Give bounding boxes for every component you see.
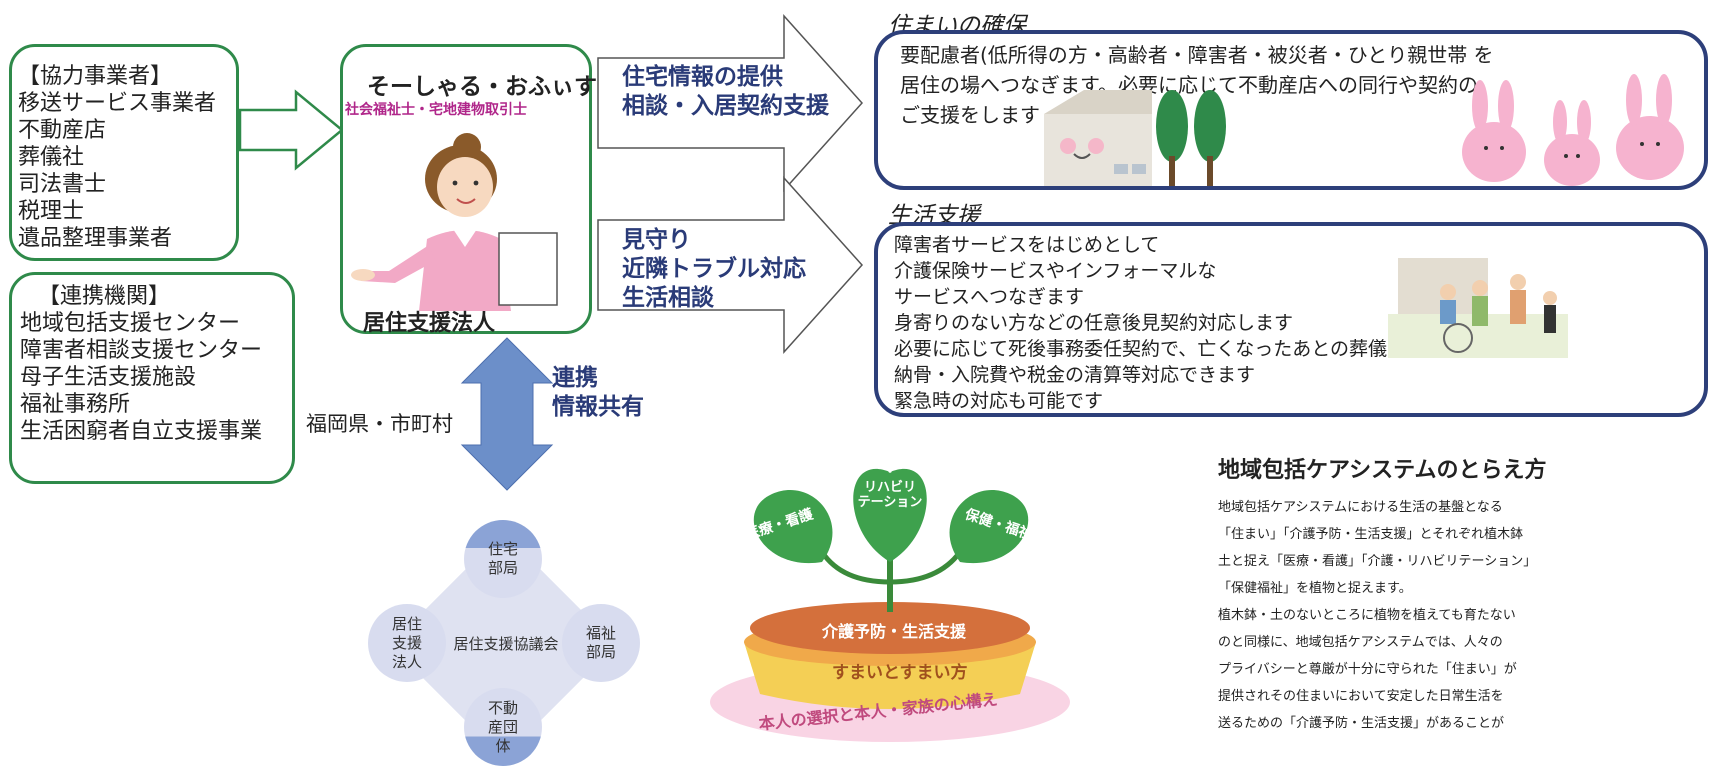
- arrow-mid-line: 生活相談: [622, 285, 714, 311]
- partners-title: 【協力事業者】: [18, 64, 173, 89]
- care-system-text: 地域包括ケアシステムにおける生活の基盤となる 「住まい」「介護予防・生活支援」と…: [1218, 494, 1536, 737]
- care-system-line: プライバシーと尊厳が十分に守られた「住まい」が: [1218, 662, 1517, 677]
- woman-illustration: [351, 133, 558, 311]
- partners-arrow: [238, 89, 344, 171]
- partner-item: 移送サービス事業者: [18, 91, 217, 116]
- council-right-label: 福祉 部局: [585, 624, 616, 661]
- housing-arrow: [597, 14, 864, 192]
- partner-item: 司法書士: [18, 172, 107, 197]
- agency-item: 地域包括支援センター: [20, 311, 241, 336]
- agencies-box: 【連携機関】 地域包括支援センター 障害者相談支援センター 母子生活支援施設 福…: [9, 272, 295, 484]
- council-left-label: 居住 支援 法人: [391, 614, 422, 671]
- office-role: 居住支援法人: [363, 311, 496, 336]
- partner-item: 遺品整理事業者: [18, 226, 173, 251]
- partner-item: 葬儀社: [18, 145, 85, 170]
- life-support-line: 身寄りのない方などの任意後見契約対応します: [894, 312, 1294, 334]
- life-support-line: 障害者サービスをはじめとして: [894, 234, 1160, 256]
- care-system-line: 送るための「介護予防・生活支援」があることが: [1218, 716, 1505, 731]
- partner-item: 税理士: [18, 199, 85, 224]
- agency-item: 母子生活支援施設: [20, 365, 197, 390]
- life-support-line: サービスへつなぎます: [894, 286, 1085, 308]
- caregiver-illustration: [1388, 258, 1568, 358]
- prefecture-label: 福岡県・市町村: [306, 412, 453, 436]
- arrow-top-text: 住宅情報の提供 相談・入居契約支援: [622, 63, 829, 121]
- council-diagram: 居住支援協議会 住宅 部局 居住 支援 法人 福祉 部局 不動 産団 体: [368, 520, 640, 770]
- agencies-title: 【連携機関】: [38, 284, 171, 309]
- pot-label: すまいとすまい方: [832, 663, 968, 683]
- care-system-line: 「住まい」「介護予防・生活支援」とそれぞれ植木鉢: [1218, 527, 1524, 542]
- agency-item: 生活困窮者自立支援事業: [20, 419, 263, 444]
- cooperation-line: 連携: [552, 365, 598, 391]
- arrow-top-line: 相談・入居契約支援: [622, 93, 829, 119]
- care-system-line: 「保健福祉」を植物と捉えます。: [1218, 581, 1412, 596]
- care-system-line: 提供されその住まいにおいて安定した日常生活を: [1218, 689, 1504, 704]
- arrow-mid-line: 近隣トラブル対応: [622, 256, 806, 282]
- flower-pot-shapes: [710, 468, 1070, 742]
- council-center: 居住支援協議会: [453, 635, 559, 653]
- house-illustration: [1044, 90, 1226, 186]
- life-support-line: 必要に応じて死後事務委任契約で、亡くなったあとの葬儀: [894, 338, 1388, 360]
- cooperation-text: 連携 情報共有: [552, 364, 644, 422]
- council-right: 福祉 部局: [562, 604, 640, 682]
- agency-item: 障害者相談支援センター: [20, 338, 263, 363]
- housing-line: ご支援をします: [900, 103, 1040, 127]
- cooperation-arrow: [460, 337, 554, 491]
- agency-item: 福祉事務所: [20, 392, 131, 417]
- rabbit-illustration: [1462, 74, 1684, 186]
- office-subtitle: 社会福祉士・宅地建物取引士: [345, 102, 527, 118]
- council-bottom: 不動 産団 体: [464, 688, 542, 766]
- arrow-mid-line: 見守り: [622, 227, 691, 253]
- life-support-line: 介護保険サービスやインフォーマルな: [894, 260, 1217, 282]
- care-system-line: 植木鉢・土のないところに植物を植えても育たない: [1218, 608, 1516, 623]
- cooperation-line: 情報共有: [552, 394, 644, 420]
- flower-pot-illustration: 介護 ・ リハビリ テーション 医療・看護 保健・福祉 介護予防・生活支援 すま…: [702, 432, 1082, 752]
- leaf-center-label: 介護 ・ リハビリ テーション: [857, 450, 923, 510]
- life-support-line: 緊急時の対応も可能です: [894, 390, 1104, 412]
- housing-box: 要配慮者(低所得の方・高齢者・障害者・被災者・ひとり親世帯 を 居住の場へつなぎ…: [874, 30, 1708, 190]
- partners-box: 【協力事業者】 移送サービス事業者 不動産店 葬儀社 司法書士 税理士 遺品整理…: [9, 44, 239, 261]
- office-name: そーしゃる・おふぃす: [367, 74, 597, 100]
- arrow-mid-text: 見守り 近隣トラブル対応 生活相談: [622, 226, 806, 313]
- council-left: 居住 支援 法人: [368, 604, 446, 682]
- council-top-label: 住宅 部局: [487, 540, 518, 577]
- partner-item: 不動産店: [18, 118, 107, 143]
- council-bottom-label: 不動 産団 体: [487, 698, 518, 755]
- arrow-top-line: 住宅情報の提供: [622, 64, 783, 90]
- care-system-title: 地域包括ケアシステムのとらえ方: [1218, 458, 1547, 483]
- council-top: 住宅 部局: [464, 520, 542, 598]
- life-support-box: 障害者サービスをはじめとして 介護保険サービスやインフォーマルな サービスへつな…: [874, 222, 1708, 417]
- soil-label: 介護予防・生活支援: [822, 622, 967, 641]
- office-box: そーしゃる・おふぃす 社会福祉士・宅地建物取引士 居住支援法人: [340, 44, 597, 336]
- care-system-line: 地域包括ケアシステムにおける生活の基盤となる: [1218, 500, 1503, 515]
- care-system-line: のと同様に、地域包括ケアシステムでは、人々の: [1218, 635, 1503, 650]
- life-support-line: 納骨・入院費や税金の清算等対応できます: [894, 364, 1256, 386]
- housing-line: 要配慮者(低所得の方・高齢者・障害者・被災者・ひとり親世帯 を: [900, 43, 1494, 67]
- housing-line: 居住の場へつなぎます。必要に応じて不動産店への同行や契約の: [900, 73, 1478, 97]
- care-system-line: 土と捉え「医療・看護」「介護・リハビリテーション」: [1218, 554, 1537, 569]
- life-support-arrow: [597, 176, 864, 354]
